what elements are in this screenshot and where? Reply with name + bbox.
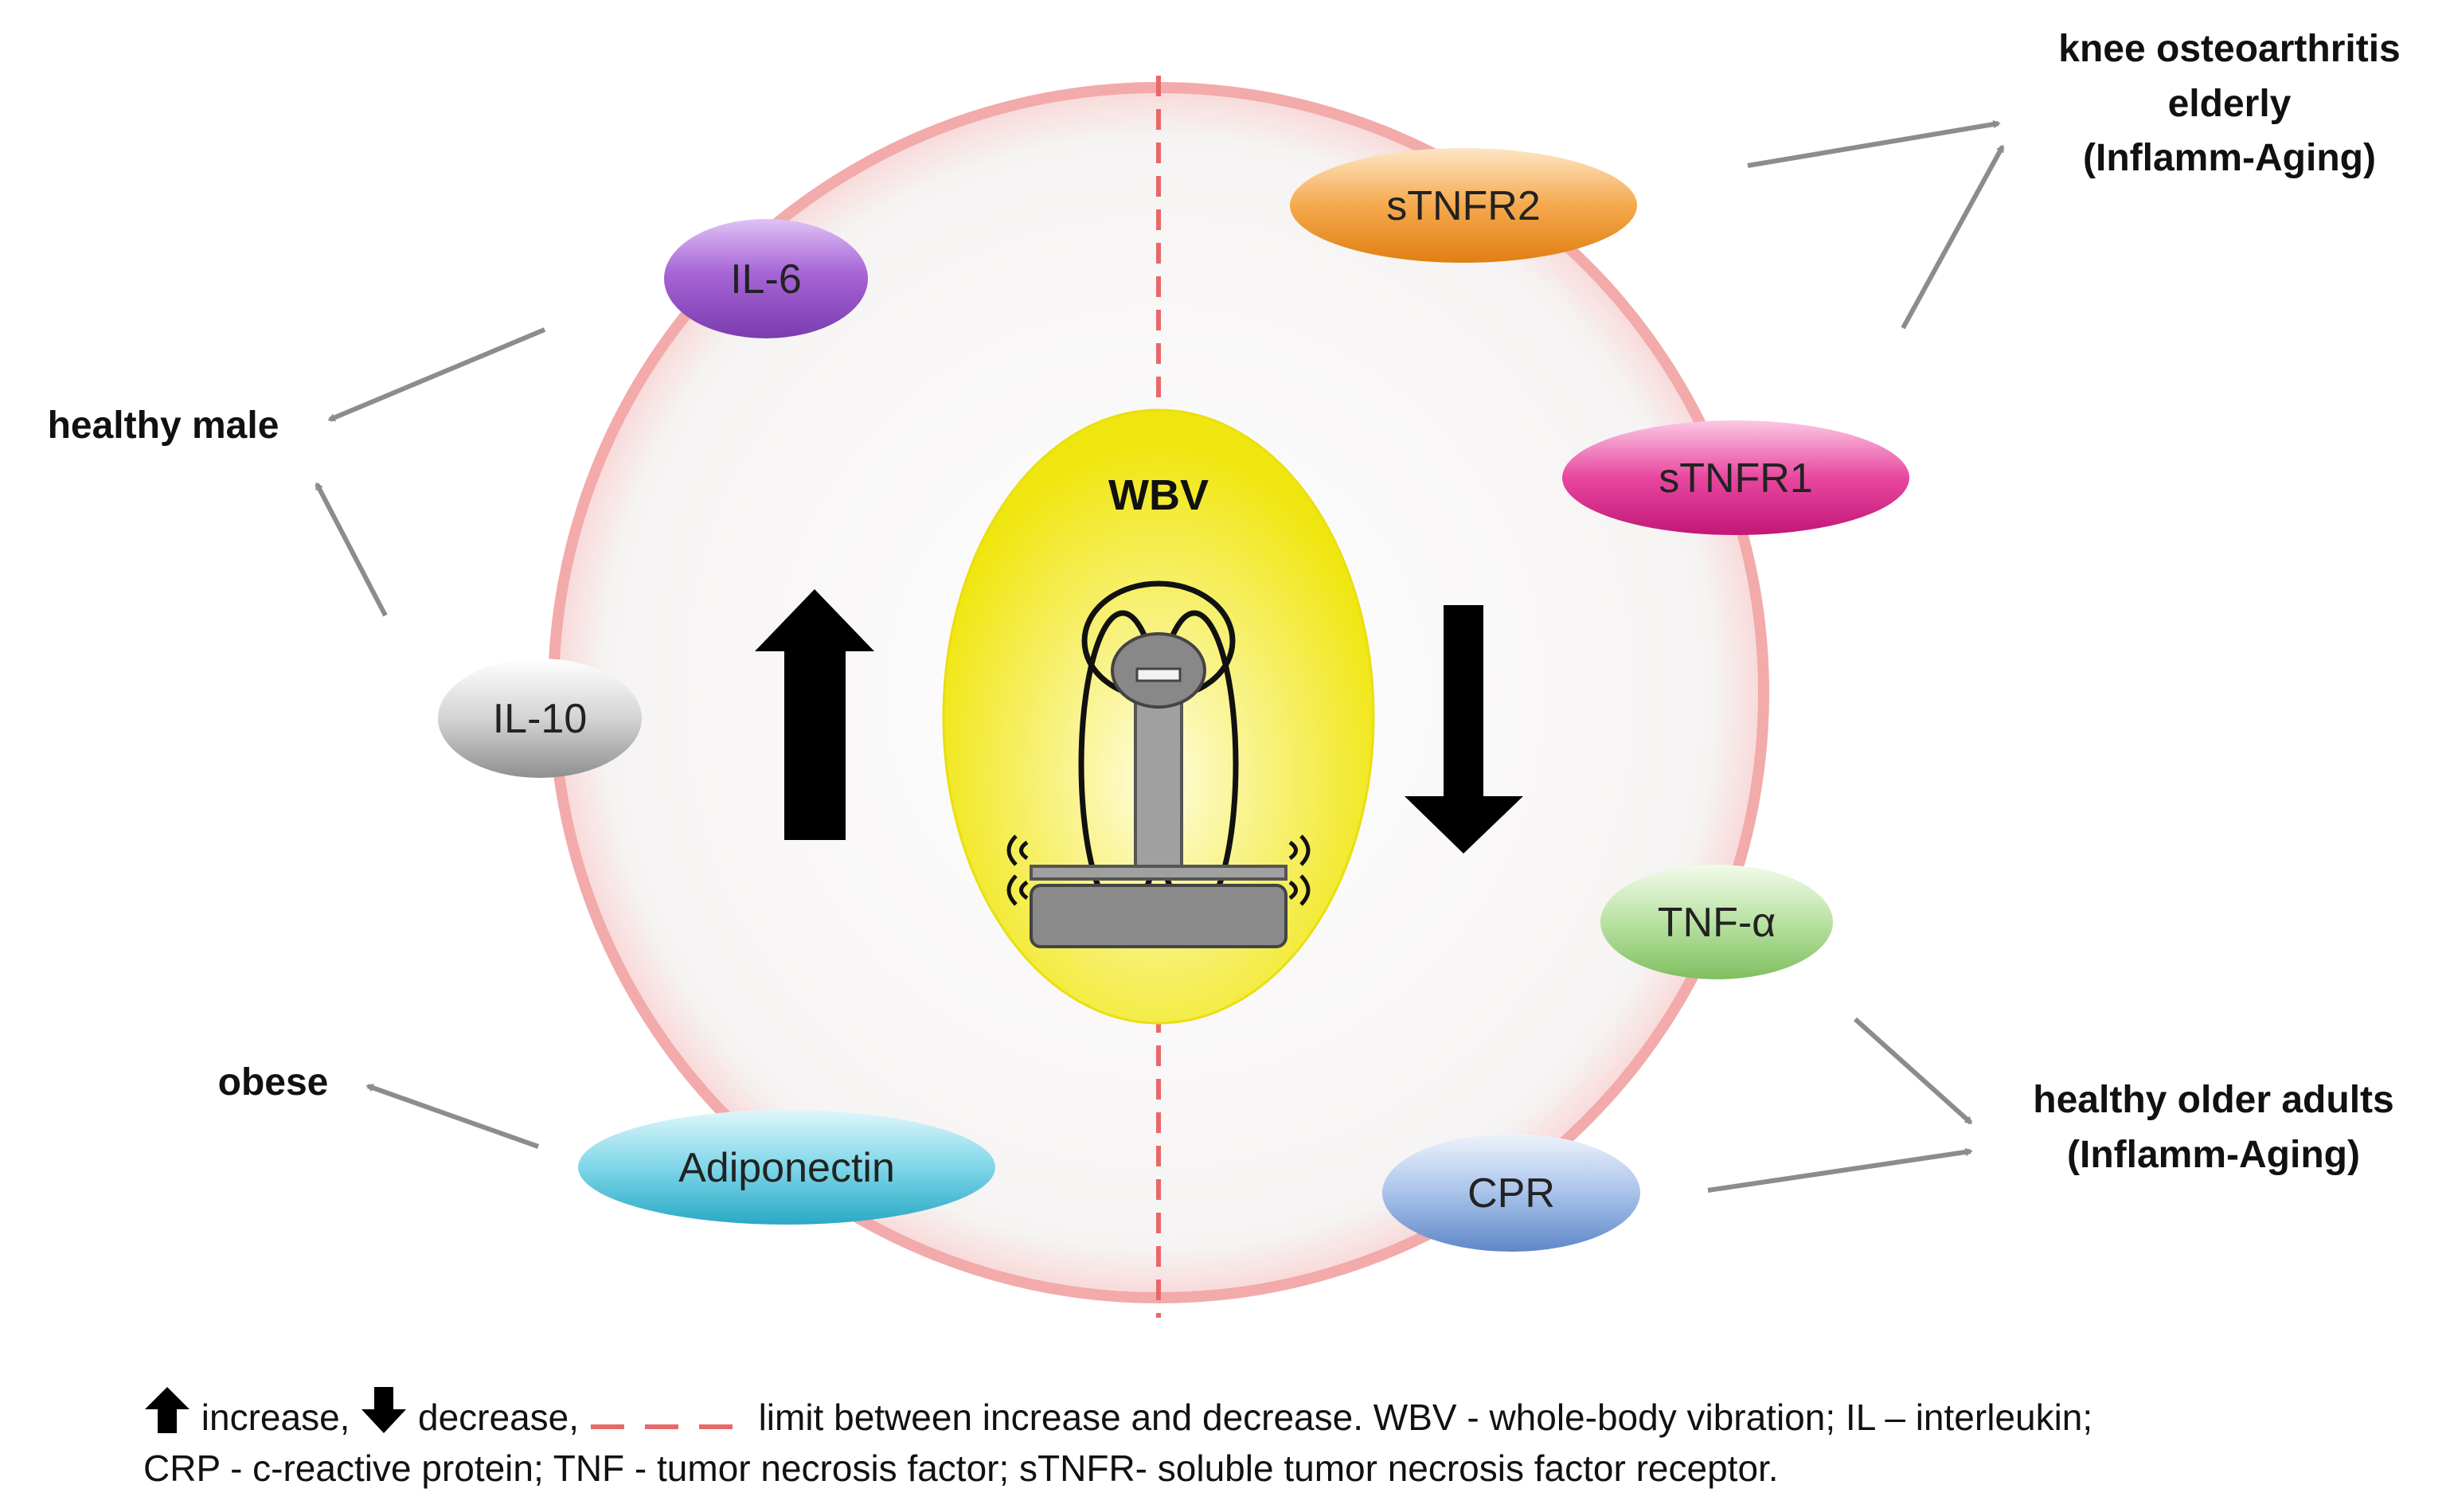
decrease-arrow-icon bbox=[1405, 605, 1523, 854]
node-il6-label: IL-6 bbox=[730, 256, 802, 303]
legend: increase, decrease, limit between increa… bbox=[143, 1385, 2436, 1494]
node-tnfa: TNF-α bbox=[1600, 865, 1833, 979]
node-stnfr1: sTNFR1 bbox=[1562, 420, 1909, 535]
node-adiponectin-label: Adiponectin bbox=[678, 1145, 895, 1191]
node-stnfr2-label: sTNFR2 bbox=[1386, 183, 1541, 229]
arrow-cpr-to-older-adults bbox=[1707, 1147, 1973, 1193]
legend-increase-text: increase, bbox=[191, 1397, 350, 1438]
node-cpr-label: CPR bbox=[1467, 1170, 1555, 1217]
legend-increase-arrow-icon bbox=[145, 1387, 190, 1433]
outcome-obese: obese bbox=[218, 1061, 329, 1104]
legend-decrease-arrow-icon bbox=[361, 1387, 407, 1433]
legend-decrease-text: decrease, bbox=[408, 1397, 580, 1438]
node-cpr: CPR bbox=[1382, 1134, 1640, 1252]
outcome-knee-line2: elderly bbox=[2168, 83, 2292, 125]
node-tnfa-label: TNF-α bbox=[1658, 900, 1776, 946]
arrow-stnfr2-to-knee bbox=[1747, 119, 2001, 168]
arrow-il10-to-healthy-male bbox=[315, 482, 388, 617]
outcome-knee-line1: knee osteoarthritis bbox=[2058, 28, 2400, 70]
legend-line-1: increase, decrease, limit between increa… bbox=[143, 1385, 2436, 1443]
node-stnfr1-label: sTNFR1 bbox=[1659, 455, 1813, 502]
legend-dashed-line-icon bbox=[590, 1424, 747, 1429]
legend-abbreviations-text: CRP - c-reactive protein; TNF - tumor ne… bbox=[143, 1448, 1779, 1489]
node-stnfr2: sTNFR2 bbox=[1290, 148, 1637, 263]
arrow-stnfr1-to-knee bbox=[1901, 144, 2005, 330]
node-il10-label: IL-10 bbox=[493, 696, 588, 742]
legend-limit-text: limit between increase and decrease. WBV… bbox=[748, 1397, 2093, 1438]
arrow-tnfa-to-older-adults bbox=[1853, 1017, 1973, 1125]
node-il6: IL-6 bbox=[664, 219, 868, 338]
vibration-platform-icon bbox=[1006, 580, 1311, 948]
arrow-adiponectin-to-obese bbox=[365, 1084, 540, 1149]
arrow-il6-to-healthy-male bbox=[327, 327, 546, 422]
node-adiponectin: Adiponectin bbox=[578, 1110, 995, 1225]
outcome-healthy-male: healthy male bbox=[48, 404, 279, 447]
node-il10: IL-10 bbox=[438, 658, 642, 778]
legend-line-2: CRP - c-reactive protein; TNF - tumor ne… bbox=[143, 1443, 2436, 1494]
outcome-older-line1: healthy older adults bbox=[2033, 1079, 2393, 1121]
outcome-older-line2: (Inflamm-Aging) bbox=[2067, 1134, 2360, 1176]
increase-arrow-icon bbox=[755, 589, 874, 840]
wbv-title: WBV bbox=[1108, 471, 1209, 519]
outcome-knee-line3: (Inflamm-Aging) bbox=[2083, 137, 2376, 179]
